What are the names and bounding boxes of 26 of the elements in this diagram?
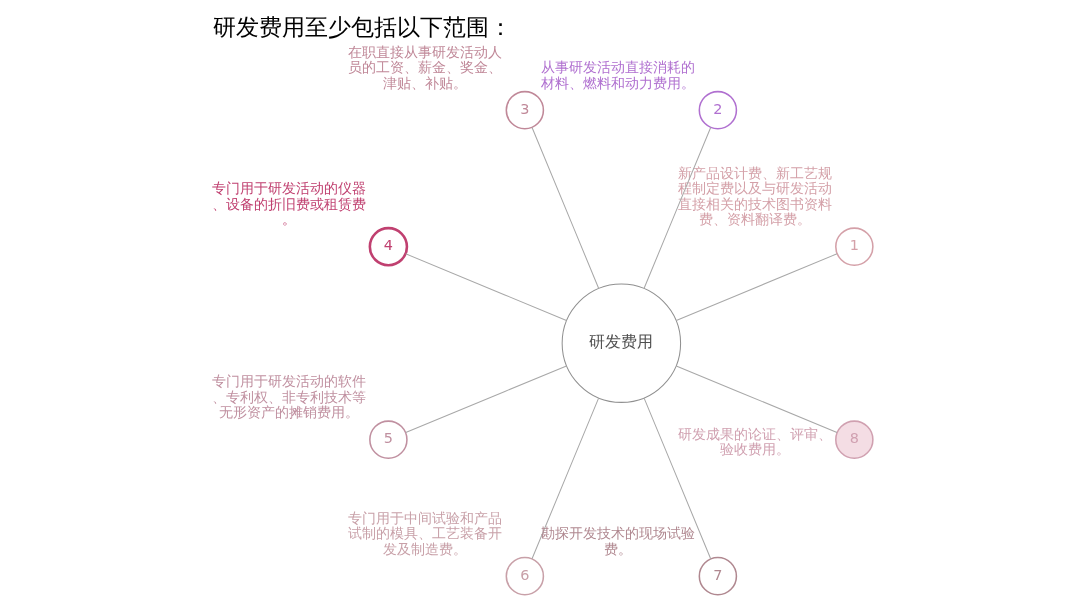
node-circle: 7 [698,556,737,596]
connector [531,397,599,560]
connector [404,365,567,433]
connector [643,127,711,289]
connector [643,397,711,560]
node-label: 从事研发活动直接消耗的材料、燃料和动力费用。 [540,59,695,91]
node-circle: 3 [505,90,544,130]
node-circle: 5 [368,420,408,459]
node-circle: 研发费用 [561,283,681,403]
node-label: 研发成果的论证、评审、验收费用。 [677,425,832,458]
node-circle: 8 [834,420,874,459]
diagram-title: 研发费用至少包括以下范围： [212,13,512,40]
node-label: 勘探开发技术的现场试验费。 [540,525,695,557]
node-circle: 6 [505,556,544,596]
node-label: 专门用于中间试验和产品试制的模具、工艺装备开发及制造费。 [347,509,502,557]
node-circle: 4 [368,226,408,267]
connector [531,127,599,289]
connector [675,365,837,433]
node-label: 在职直接从事研发活动人员的工资、薪金、奖金、津贴、补贴。 [347,43,502,91]
connector [404,253,567,321]
node-circle: 1 [834,227,874,266]
node-label: 专门用于研发活动的软件、专利权、非专利技术等无形资产的摊销费用。 [211,373,366,421]
node-circle: 2 [698,90,737,130]
node-label: 新产品设计费、新工艺规程制定费以及与研发活动直接相关的技术图书资料费、资料翻译费。 [677,164,832,228]
connector [675,253,837,321]
node-label: 专门用于研发活动的仪器、设备的折旧费或租赁费。 [211,180,366,228]
